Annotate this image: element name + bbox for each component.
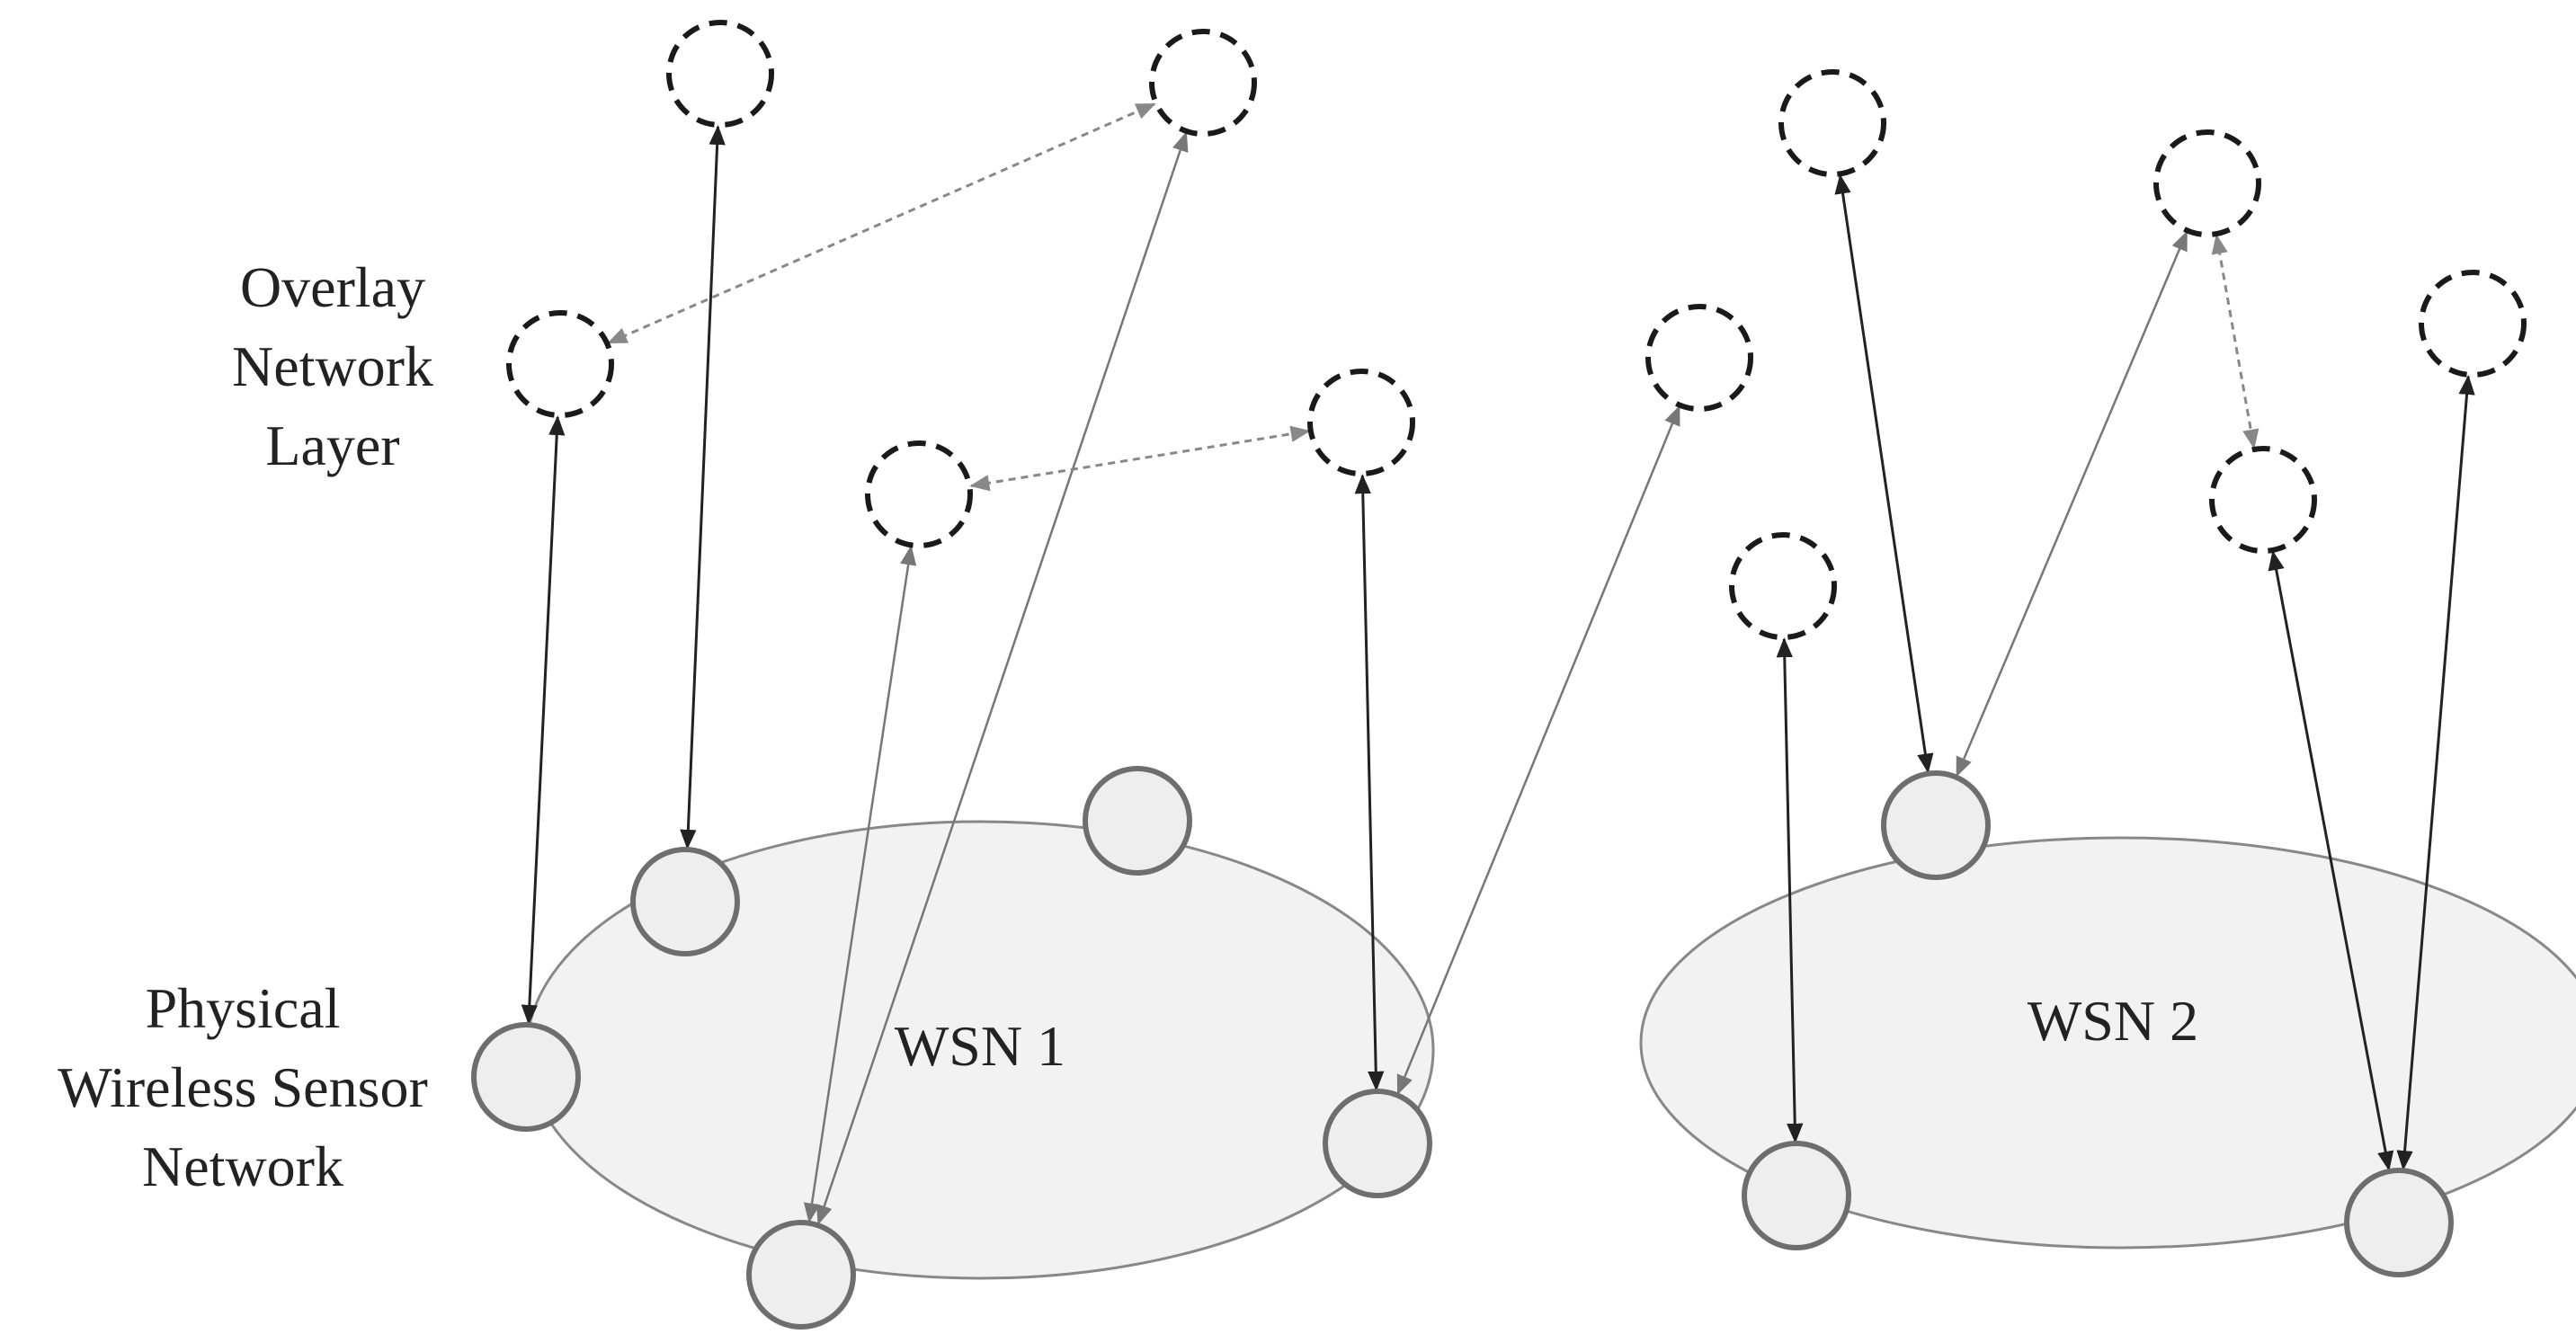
overlay-node-9 — [2153, 129, 2261, 237]
overlay-node-3 — [506, 310, 614, 418]
overlay-label-line-3: Layer — [265, 414, 400, 477]
overlay-node-6 — [1645, 304, 1753, 412]
wsn-2-label: WSN 2 — [2027, 989, 2199, 1053]
link-o3-p3 — [521, 415, 566, 1025]
physical-label-line-3: Network — [142, 1134, 343, 1198]
physical-sensor-node-2 — [1083, 766, 1192, 876]
overlay-link-o3-o2 — [607, 102, 1156, 344]
overlay-label-line-1: Overlay — [239, 255, 426, 319]
overlay-node-1 — [666, 20, 774, 128]
physical-sensor-node-1 — [630, 847, 740, 956]
physical-sensor-node-6 — [1881, 770, 1991, 880]
overlay-link-o9-o11 — [2211, 234, 2260, 449]
physical-sensor-node-3 — [471, 1022, 581, 1132]
link-o7-p7 — [1776, 637, 1804, 1143]
overlay-node-4 — [865, 440, 973, 548]
link-o1-p1 — [680, 125, 726, 849]
overlay-node-2 — [1149, 29, 1257, 137]
link-o11-p8 — [2268, 550, 2394, 1171]
physical-sensor-node-5 — [746, 1220, 856, 1330]
overlay-network-layer-label: Overlay Network Layer — [171, 248, 495, 485]
overlay-node-10 — [2419, 270, 2527, 378]
physical-sensor-node-8 — [2344, 1168, 2454, 1277]
physical-wsn-label: Physical Wireless Sensor Network — [9, 969, 477, 1206]
overlay-label-line-2: Network — [232, 334, 433, 398]
overlay-node-5 — [1307, 369, 1415, 476]
link-o5-p4 — [1354, 474, 1385, 1091]
overlay-node-7 — [1729, 532, 1837, 640]
link-o6-p4 — [1396, 405, 1680, 1096]
link-o9-p6 — [1956, 230, 2188, 778]
physical-sensor-node-7 — [1742, 1141, 1851, 1250]
physical-sensor-node-4 — [1323, 1089, 1432, 1198]
overlay-node-11 — [2209, 446, 2317, 554]
physical-label-line-1: Physical — [145, 976, 341, 1040]
link-o8-p6 — [1834, 173, 1934, 774]
wsn-1-label: WSN 1 — [894, 1014, 1066, 1078]
physical-label-line-2: Wireless Sensor — [58, 1055, 428, 1119]
overlay-link-o4-o5 — [969, 425, 1311, 492]
overlay-node-8 — [1778, 69, 1886, 177]
link-o10-p8 — [2396, 374, 2475, 1171]
